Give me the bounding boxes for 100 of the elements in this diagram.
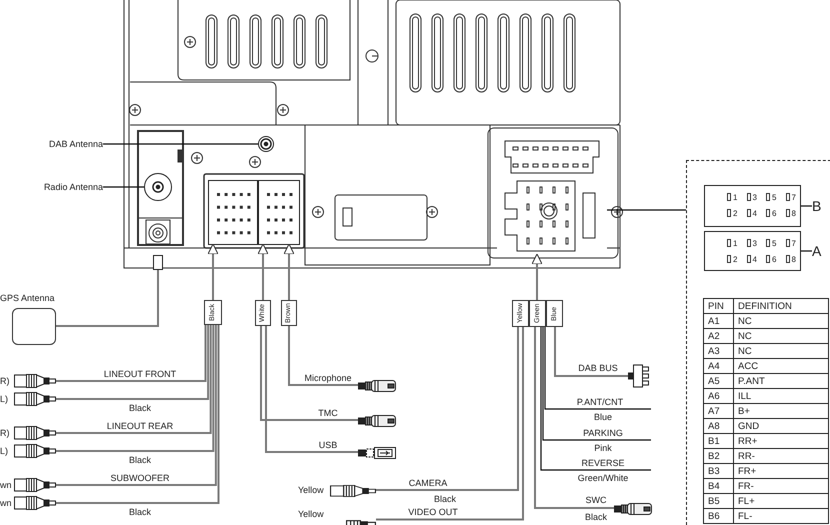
edge-label: LINEOUT REAR (106, 420, 174, 432)
part-label: DAB Antenna (48, 138, 103, 150)
part-label: GPS Antenna (0, 292, 55, 304)
pinout-panel (686, 160, 830, 525)
table-cell: RR+ (734, 434, 828, 448)
wire (544, 327, 651, 410)
table-cell: A3 (704, 344, 734, 358)
jack-plug (358, 414, 396, 426)
rca-plug (14, 478, 56, 492)
plug-label: wn (0, 479, 12, 491)
pin-number: 6 (766, 255, 776, 264)
table-cell: B+ (734, 404, 828, 418)
pin-number: 7 (786, 193, 796, 202)
table-cell: FL- (734, 508, 828, 524)
wire-color-label: Pink (594, 442, 612, 454)
rca-plug (14, 392, 56, 406)
wire (376, 327, 524, 520)
connector-outline (704, 231, 801, 271)
table-cell: RR- (734, 448, 828, 464)
edge-label: Black (128, 402, 151, 414)
wire (534, 327, 614, 509)
wire (265, 326, 358, 453)
antenna-cable (56, 270, 159, 327)
edge-label: USB (318, 439, 338, 451)
table-cell: A2 (704, 328, 734, 344)
table-cell: B3 (704, 464, 734, 478)
table-cell: ILL (734, 388, 828, 404)
pin-number: 5 (766, 239, 776, 248)
edge-label: P.ANT/CNT (576, 396, 624, 408)
table-cell: A8 (704, 418, 734, 434)
wire-color-label: Black (434, 493, 456, 505)
table-cell: A7 (704, 404, 734, 418)
wire (56, 325, 214, 452)
connector-label: B (812, 198, 822, 214)
pin-number: 7 (786, 239, 796, 248)
table-cell: ACC (734, 358, 828, 374)
table-cell: B5 (704, 494, 734, 508)
wire (56, 325, 210, 400)
connector-block (208, 180, 258, 245)
edge-label: SWC (586, 494, 606, 506)
connector-block (258, 180, 300, 245)
table-cell: A6 (704, 388, 734, 404)
wire (540, 327, 651, 471)
table-cell: A1 (704, 314, 734, 328)
arrow (284, 244, 294, 300)
wire (260, 326, 358, 421)
jack-plug (614, 502, 652, 514)
wire (376, 327, 519, 491)
edge-label: SUBWOOFER (110, 472, 170, 484)
plug-label: Yellow (298, 484, 324, 496)
connector-label: A (812, 243, 822, 259)
jack-plug (358, 379, 396, 391)
table-cell: GND (734, 418, 828, 434)
leader-line (103, 186, 144, 188)
table-cell: B2 (704, 448, 734, 464)
rca-plug (14, 444, 56, 458)
part-label: Radio Antenna (44, 181, 103, 193)
pin-number: 8 (786, 255, 796, 264)
dab-plug (628, 364, 650, 388)
wire (288, 326, 358, 386)
antenna-socket (258, 136, 274, 152)
table-cell: NC (734, 314, 828, 328)
arrow (258, 244, 268, 300)
leader-line (801, 205, 812, 207)
table-cell: DEFINITION (734, 298, 828, 314)
rca-plug (330, 484, 376, 496)
leader-line (801, 250, 812, 252)
edge-label: REVERSE (581, 457, 624, 469)
edge-label: Black (128, 454, 151, 466)
arrow (532, 254, 542, 300)
pin-number: 4 (746, 209, 757, 218)
plug-label: wn (0, 497, 12, 509)
pin-number: 5 (766, 193, 776, 202)
edge-label: CAMERA (408, 477, 448, 489)
wire (56, 325, 212, 434)
edge-label: VIDEO OUT (408, 506, 458, 518)
table-cell: A4 (704, 358, 734, 374)
table-cell: B6 (704, 508, 734, 524)
table-cell: PIN (704, 298, 734, 314)
plug-label: Yellow (298, 508, 324, 520)
pin-number: 3 (746, 193, 757, 202)
wire (56, 325, 206, 382)
wire-color-label: Black (584, 511, 607, 523)
table-cell: B4 (704, 478, 734, 494)
table-cell: P.ANT (734, 374, 828, 388)
edge-label: LINEOUT FRONT (104, 368, 176, 380)
edge-label: DAB BUS (578, 362, 618, 374)
leader-line (103, 143, 258, 145)
wire-color-label: Blue (594, 411, 612, 423)
pin-number: 8 (786, 209, 796, 218)
wire (542, 327, 651, 441)
table-cell: FR+ (734, 464, 828, 478)
table-cell: A5 (704, 374, 734, 388)
usb-plug (358, 446, 396, 458)
connector-outline (704, 185, 801, 227)
rca-plug (14, 374, 56, 388)
rca-plug (14, 496, 56, 510)
plug-label: R) (0, 375, 10, 387)
edge-label: TMC (318, 407, 338, 419)
pin-number: 2 (727, 209, 738, 218)
